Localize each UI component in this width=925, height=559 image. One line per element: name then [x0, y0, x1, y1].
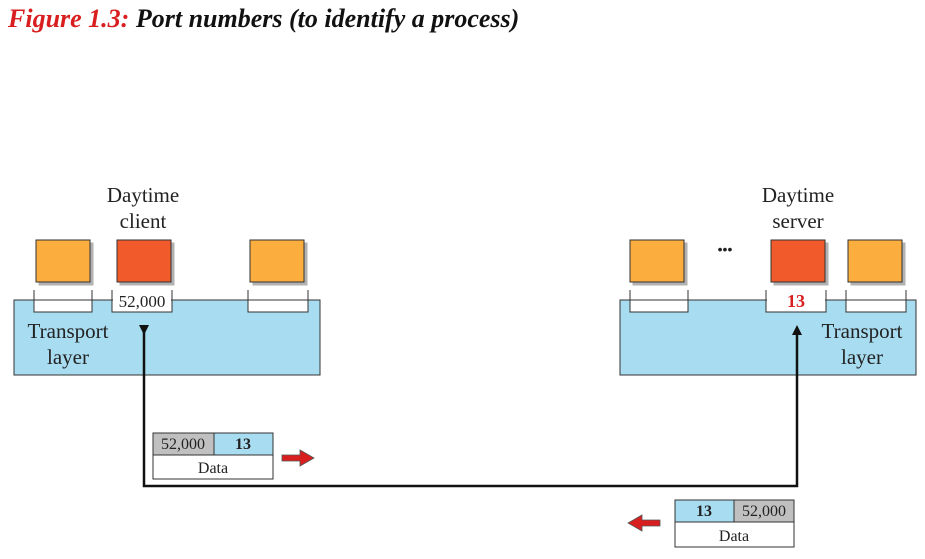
request-payload: Data — [198, 460, 228, 477]
figure-title: Figure 1.3: Port numbers (to identify a … — [8, 4, 519, 34]
client-daytime-process-box — [116, 239, 172, 283]
server-daytime-process-box — [770, 239, 826, 283]
server-label-line2: server — [772, 209, 823, 233]
figure-caption: Port numbers (to identify a process) — [135, 4, 520, 33]
client-label-line2: client — [120, 209, 167, 233]
server-process-box-3 — [847, 239, 903, 283]
client-port-bg — [113, 291, 171, 311]
client-port-number: 52,000 — [119, 292, 166, 311]
response-payload: Data — [719, 528, 749, 545]
request-src-port: 52,000 — [161, 436, 205, 453]
response-direction-arrow — [627, 514, 661, 532]
server-transport-line2: layer — [841, 345, 883, 369]
connection-path — [139, 325, 802, 488]
client-process-box-1 — [35, 239, 91, 283]
server-process-box-1 — [629, 239, 685, 283]
client-label-line1: Daytime — [107, 183, 179, 207]
server-transport-line1: Transport — [822, 319, 903, 343]
response-packet — [674, 499, 795, 548]
server-ellipsis: ••• — [718, 241, 733, 257]
response-src-port: 13 — [696, 503, 712, 520]
client-process-box-3 — [249, 239, 305, 283]
server-port-bg — [767, 291, 825, 311]
client-transport-line1: Transport — [28, 319, 109, 343]
response-dst-port: 52,000 — [742, 503, 786, 520]
request-packet — [152, 432, 274, 480]
request-direction-arrow — [281, 449, 315, 467]
server-port-number: 13 — [787, 291, 805, 311]
client-transport-line2: layer — [47, 345, 89, 369]
server-label-line1: Daytime — [762, 183, 834, 207]
request-dst-port: 13 — [235, 436, 251, 453]
figure-number: Figure 1.3: — [8, 4, 130, 33]
